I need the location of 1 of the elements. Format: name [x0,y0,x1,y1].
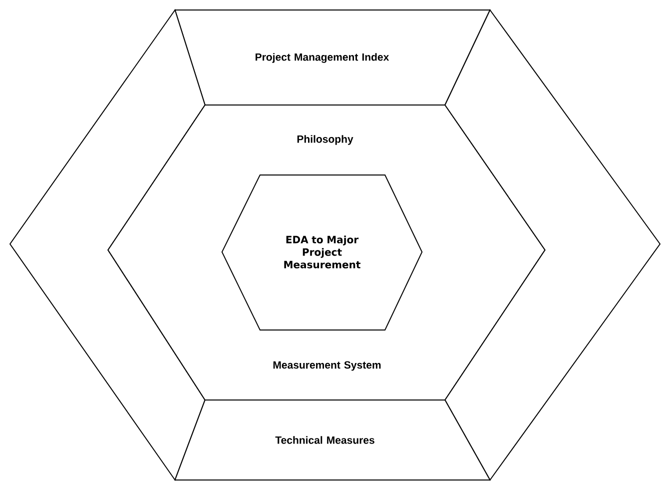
node-label: Technical Measures [275,436,374,444]
